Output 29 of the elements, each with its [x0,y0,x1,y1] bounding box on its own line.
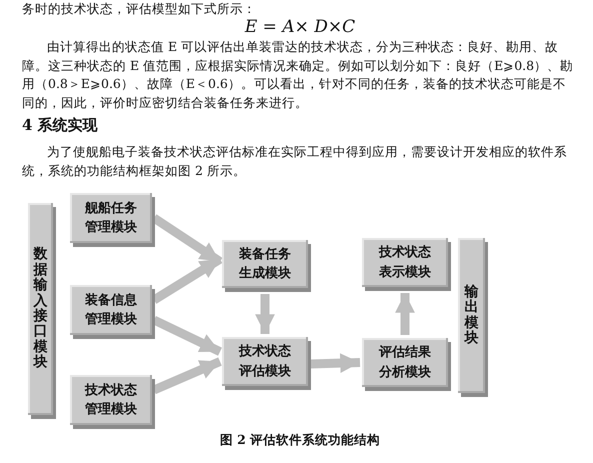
module-label: 输出模块 [464,284,478,346]
module-label: 评估结果分析模块 [378,344,432,382]
module-box [70,193,152,243]
module-label: 技术状态评估模块 [238,343,292,380]
module-label: 装备任务生成模块 [238,246,292,283]
paragraph: 为了使舰船电子装备技术状态评估标准在实际工程中得到应用，需要设计开发相应的软件系统，系统的功能结构框架如图 2 所示。 [22,143,568,180]
module-box [222,240,308,288]
block-arrow [152,357,222,394]
block-arrow [310,353,360,373]
figure-caption: 图 2 评估软件系统功能结构 [218,431,382,449]
module-box [362,338,448,387]
module-bar [28,203,53,415]
module-box [362,238,448,287]
module-box [70,285,152,335]
module-label: 数据输入接口模块 [34,247,48,371]
module-label: 技术状态表示模块 [378,244,432,282]
paragraph: 由计算得出的状态值 E 可以评估出单装雷达的技术状态，分为三种状态：良好、勘用、故障。这三种状态的 E 值范围，应根据实际情况来确定。例如可以划分如下：良好（E⩾0.8）、勘用（0.8＞E⩾0.6）、故障（E＜0.6）。可以看出，针对不同的任务，装备的技术状态可能是不同的，因此，评价时应密切结合装备任务来进行。 [22,38,574,112]
module-box [70,375,152,425]
module-label: 装备信息管理模块 [84,292,138,329]
module-box [222,337,308,386]
block-arrow [255,294,275,334]
module-bar [458,238,485,393]
block-arrow [152,316,222,356]
formula: E = A× D×C [244,18,356,36]
module-label: 舰船任务管理模块 [84,200,138,237]
section-heading: 4 系统实现 [22,116,99,134]
paragraph: 务时的技术状态，评估模型如下式所示： [22,0,257,18]
block-arrow [395,293,415,335]
module-label: 技术状态管理模块 [84,382,138,419]
